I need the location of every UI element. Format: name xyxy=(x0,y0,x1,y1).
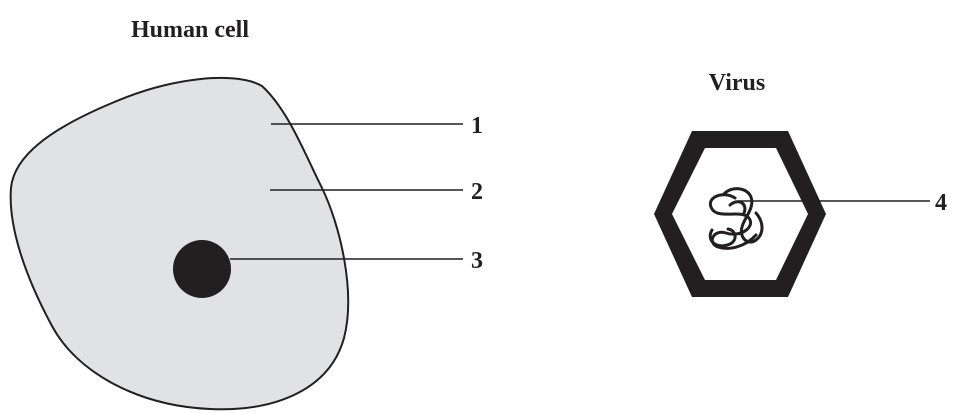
nucleus xyxy=(173,240,231,298)
label-3: 3 xyxy=(471,248,483,274)
virus xyxy=(654,131,826,297)
label-2: 2 xyxy=(471,179,483,205)
label-4: 4 xyxy=(935,190,947,216)
human-cell-title: Human cell xyxy=(131,17,249,43)
human-cell xyxy=(11,78,349,409)
virus-title: Virus xyxy=(709,70,765,96)
cell-membrane xyxy=(11,78,349,409)
label-1: 1 xyxy=(471,113,483,139)
